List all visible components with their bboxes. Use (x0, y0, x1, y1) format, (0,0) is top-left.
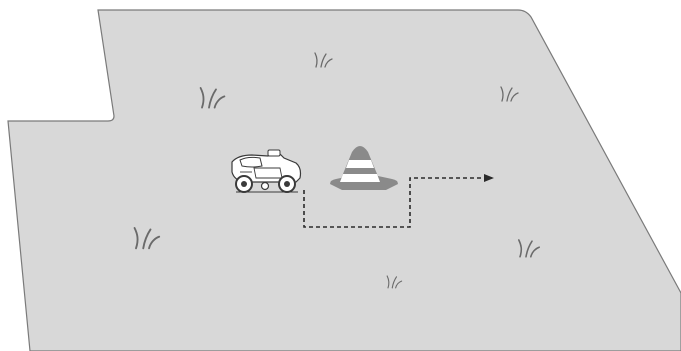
robotic-mower-icon (231, 149, 302, 193)
traffic-cone-icon (330, 146, 398, 190)
avoidance-path-arrow (303, 174, 494, 228)
